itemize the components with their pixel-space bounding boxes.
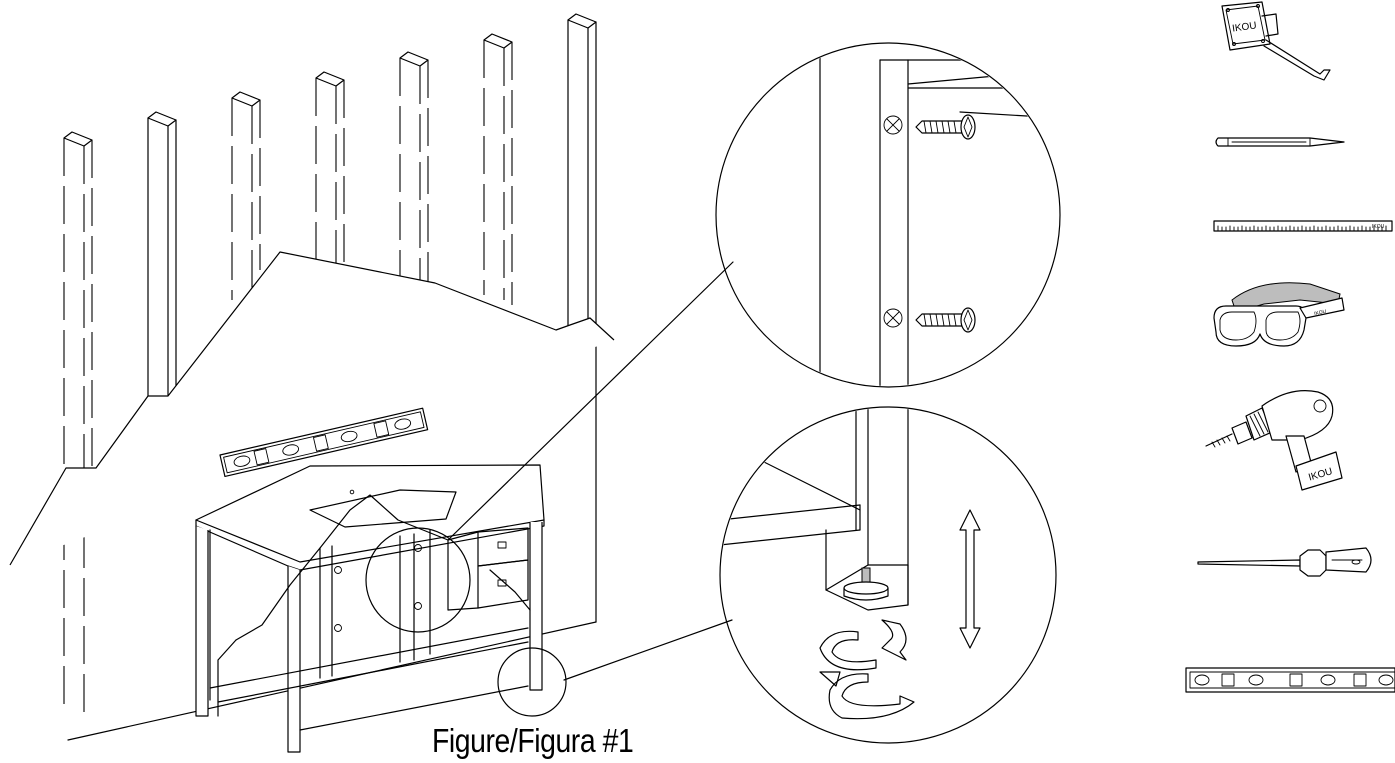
wall-detail-marker (365, 527, 471, 633)
rotate-arrow-icon (828, 673, 915, 720)
leveling-foot (843, 567, 889, 601)
rotate-arrow-icon (881, 619, 907, 661)
wall-stud (399, 51, 429, 285)
power-drill-icon: IKOU (1205, 390, 1343, 491)
wall-stud (231, 91, 261, 300)
wall-spirit-level (219, 407, 429, 478)
spirit-level-icon (1185, 667, 1395, 693)
wall-stud (147, 111, 177, 401)
ruler-icon: IKOU (1213, 220, 1393, 232)
wall-stud (483, 33, 513, 305)
wall-stud (567, 13, 597, 623)
wall-screw (883, 307, 976, 333)
wall-studs (63, 13, 597, 720)
goggles-brand-label: IKOU (1314, 309, 1328, 317)
leg-detail-leader (563, 619, 733, 681)
vanity-cabinet (195, 464, 545, 753)
wall-detail-leader (447, 261, 734, 541)
pencil-icon (1215, 137, 1345, 147)
rotate-arrow-icon (819, 630, 877, 671)
rotate-arrow-icon (819, 671, 841, 687)
figure-caption: Figure/Figura #1 (432, 722, 634, 759)
leg-detail-marker (497, 647, 567, 717)
wall-stud (63, 131, 93, 720)
height-adjust-arrow-icon (959, 509, 981, 649)
leveling-leg-detail (719, 406, 1057, 744)
screwdriver-icon (1197, 547, 1372, 577)
drywall-panel (9, 251, 615, 741)
tape-brand-label: IKOU (1232, 20, 1258, 34)
wall-screw (883, 114, 976, 140)
tape-measure-icon: IKOU (1221, 1, 1331, 81)
wall-screw-detail (715, 42, 1061, 388)
wall-stud (315, 71, 345, 270)
ruler-brand-label: IKOU (1372, 224, 1385, 230)
safety-goggles-icon: IKOU (1213, 282, 1345, 347)
